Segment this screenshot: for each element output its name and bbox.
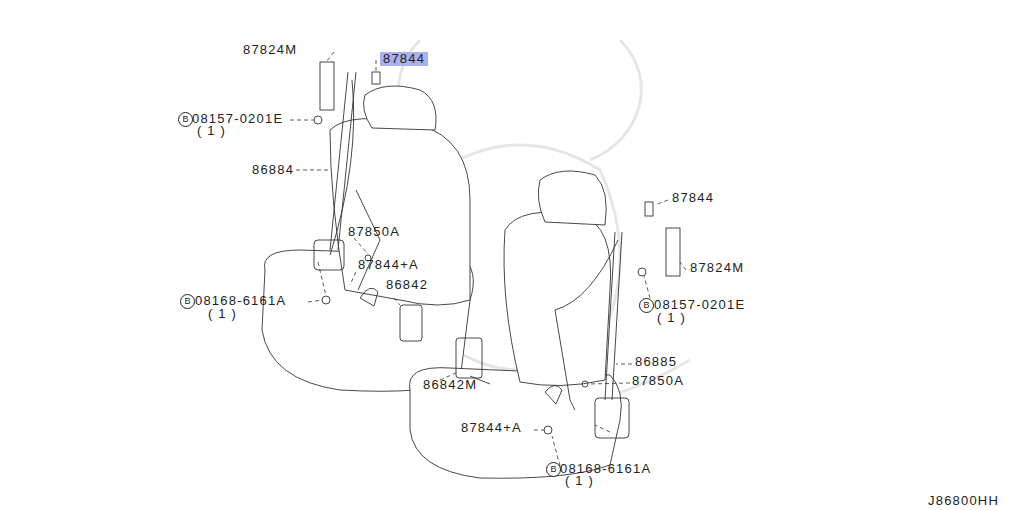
part-number: 87844+A: [358, 258, 419, 272]
quantity: ( 1 ): [657, 311, 686, 325]
right-seat: [410, 171, 622, 478]
part-number: 86842M: [423, 378, 477, 392]
part-number: 86842: [386, 278, 428, 292]
bolt-mark-circle: B: [546, 462, 561, 477]
clip-a: [372, 72, 380, 84]
height-adjuster-left: [320, 62, 334, 110]
part-number: 87844: [672, 191, 714, 205]
height-adjuster-right: [666, 228, 680, 276]
leader-lines: [290, 52, 686, 466]
cover-left: [360, 288, 378, 306]
buckle-left: [400, 305, 422, 341]
bolt-mark-circle: B: [180, 294, 195, 309]
buckle-right: [456, 338, 482, 378]
belts: [314, 62, 680, 438]
circle-letter: B: [546, 462, 561, 477]
part-number: 87824M: [690, 261, 744, 275]
highlighted-part-number: 87844: [380, 52, 428, 66]
part-number: 87844+A: [461, 421, 522, 435]
part-number: 08168-6161A: [195, 294, 286, 308]
retractor-right: [595, 398, 629, 438]
part-number: 08157-0201E: [654, 298, 745, 312]
bolt-mark-circle: B: [639, 298, 654, 313]
quantity: ( 1 ): [197, 124, 226, 138]
part-number: 86885: [635, 355, 677, 369]
left-seat: [262, 86, 473, 391]
quantity: ( 1 ): [208, 307, 237, 321]
part-number: 87850A: [632, 374, 684, 388]
part-number: 86884: [252, 163, 294, 177]
quantity: ( 1 ): [565, 474, 594, 488]
part-number: 87844: [380, 52, 428, 66]
circle-letter: B: [639, 298, 654, 313]
diagram-code: J86800HH: [928, 494, 999, 508]
cover-right: [545, 385, 562, 404]
clip-b: [645, 202, 653, 216]
circle-letter: B: [180, 294, 195, 309]
part-number: 87850A: [348, 225, 400, 239]
bolt-mark-circle: B: [178, 112, 193, 127]
circle-letter: B: [178, 112, 193, 127]
part-number: 87824M: [243, 43, 297, 57]
